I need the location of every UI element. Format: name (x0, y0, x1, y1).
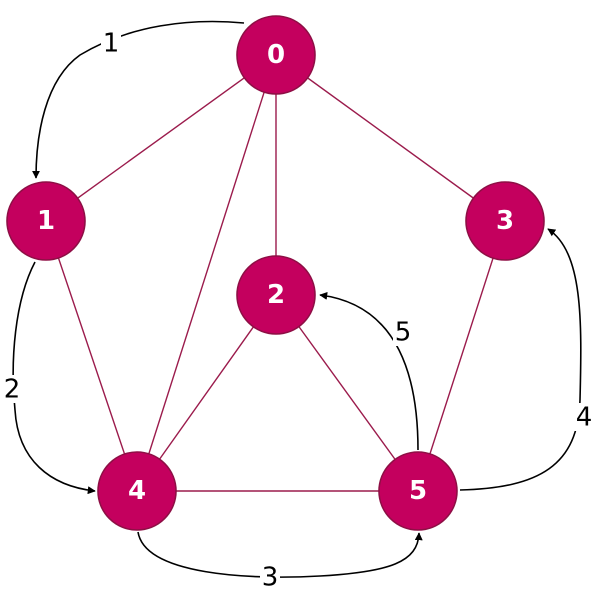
arrow-4-to-5 (137, 531, 423, 578)
node-3-circle (465, 181, 545, 261)
node-5-label: 5 (409, 476, 427, 506)
node-1-label: 1 (37, 206, 55, 236)
node-5: 5 (378, 451, 458, 531)
arrow-1-to-4 (12, 261, 96, 495)
edge-3-5 (417, 220, 506, 492)
edge-0-1 (45, 54, 277, 222)
node-0-circle (236, 15, 316, 95)
node-2-circle (236, 255, 316, 335)
nodes: 0 1 2 3 4 5 (6, 15, 545, 531)
weight-bg-3 (260, 563, 280, 591)
weight-label-0-1: 1 (103, 29, 120, 59)
weight-label-4-5: 3 (262, 563, 279, 593)
edge-1-4 (45, 220, 138, 492)
node-2-label: 2 (267, 280, 285, 310)
node-1: 1 (6, 181, 86, 261)
node-3-label: 3 (496, 206, 514, 236)
edge-0-3 (275, 54, 506, 222)
arrow-0-to-1 (32, 20, 245, 179)
weight-bg-5 (393, 318, 413, 346)
undirected-edges (45, 54, 506, 492)
node-1-circle (6, 181, 86, 261)
node-0-label: 0 (267, 40, 285, 70)
node-0: 0 (236, 15, 316, 95)
weight-bg-1 (101, 29, 121, 57)
edge-2-5 (275, 294, 419, 492)
node-2: 2 (236, 255, 316, 335)
node-4-circle (97, 451, 177, 531)
weight-bg-2 (2, 375, 22, 403)
node-4: 4 (97, 451, 177, 531)
node-3: 3 (465, 181, 545, 261)
node-4-label: 4 (128, 476, 146, 506)
arrow-5-to-2 (319, 291, 419, 451)
directed-edges: 1 2 3 4 5 (2, 20, 594, 593)
node-5-circle (378, 451, 458, 531)
weight-label-5-3: 4 (576, 403, 593, 433)
arrow-5-to-3 (459, 228, 582, 491)
edge-2-4 (136, 294, 277, 492)
weight-bg-4 (574, 403, 594, 431)
weight-label-1-4: 2 (4, 375, 21, 405)
weight-label-5-2: 5 (395, 318, 412, 348)
edge-0-4 (136, 54, 277, 492)
